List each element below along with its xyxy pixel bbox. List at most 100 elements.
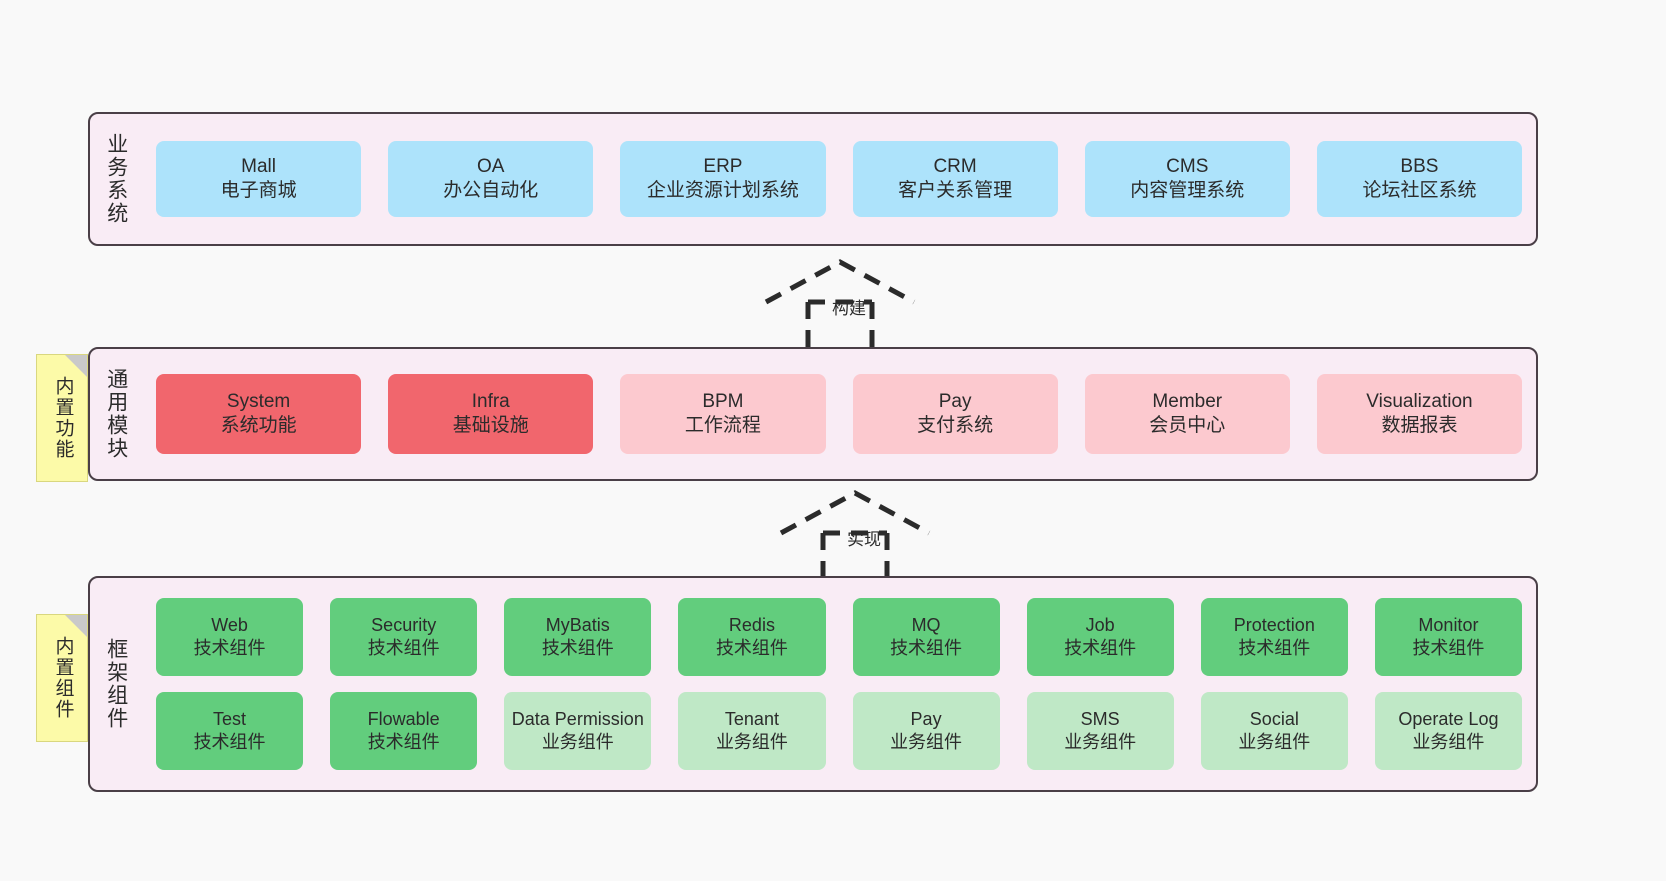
connector-build: 构建 xyxy=(760,256,920,352)
module-desc: 技术组件 xyxy=(1064,638,1137,658)
note-builtin-features: 内置功能 xyxy=(36,354,88,482)
module-name: CMS xyxy=(1166,155,1209,177)
module-desc: 客户关系管理 xyxy=(898,180,1013,201)
module-name: BBS xyxy=(1400,155,1439,177)
module-card-data-permission[interactable]: Data Permission 业务组件 xyxy=(504,692,652,770)
module-card-pay[interactable]: Pay 支付系统 xyxy=(852,374,1058,454)
module-desc: 技术组件 xyxy=(541,638,614,658)
layer-framework-component: 框架组件 Web 技术组件 Security 技术组件 MyBatis 技术组件… xyxy=(88,576,1538,792)
module-card-crm[interactable]: CRM 客户关系管理 xyxy=(852,141,1058,217)
module-name: OA xyxy=(477,155,505,177)
module-name: Social xyxy=(1249,708,1299,729)
module-name: Job xyxy=(1085,614,1115,635)
module-name: Protection xyxy=(1233,614,1315,635)
module-card-bpm[interactable]: BPM 工作流程 xyxy=(620,374,826,454)
module-desc: 业务组件 xyxy=(1064,732,1137,752)
module-name: Flowable xyxy=(367,708,440,729)
module-desc: 内容管理系统 xyxy=(1130,180,1245,201)
dashed-generalization-arrow-icon xyxy=(779,490,931,583)
module-card-operate-log[interactable]: Operate Log 业务组件 xyxy=(1374,692,1522,770)
module-name: Data Permission xyxy=(511,708,644,729)
module-row: System 系统功能 Infra 基础设施 BPM 工作流程 Pay 支付系统… xyxy=(156,374,1523,454)
module-name: Monitor xyxy=(1418,614,1479,635)
module-name: Pay xyxy=(938,390,972,412)
module-name: Test xyxy=(213,708,247,729)
layer-common-module-title: 通用模块 xyxy=(104,368,128,460)
module-desc: 电子商城 xyxy=(220,180,297,201)
module-name: Visualization xyxy=(1366,390,1473,412)
module-card-mall[interactable]: Mall 电子商城 xyxy=(156,141,362,217)
module-card-test[interactable]: Test 技术组件 xyxy=(156,692,304,770)
module-name: SMS xyxy=(1080,708,1120,729)
module-desc: 会员中心 xyxy=(1149,415,1226,436)
module-card-mq[interactable]: MQ 技术组件 xyxy=(852,598,1000,676)
module-desc: 业务组件 xyxy=(1238,732,1311,752)
module-card-system[interactable]: System 系统功能 xyxy=(156,374,362,454)
module-card-job[interactable]: Job 技术组件 xyxy=(1026,598,1174,676)
connector-build-label: 构建 xyxy=(832,299,866,318)
module-card-tenant[interactable]: Tenant 业务组件 xyxy=(678,692,826,770)
layer-framework-component-title: 框架组件 xyxy=(104,638,128,730)
module-card-cms[interactable]: CMS 内容管理系统 xyxy=(1084,141,1290,217)
module-desc: 系统功能 xyxy=(220,415,297,436)
module-card-web[interactable]: Web 技术组件 xyxy=(156,598,304,676)
module-name: Redis xyxy=(728,614,775,635)
module-name: ERP xyxy=(703,155,743,177)
layer-business-system-body: Mall 电子商城 OA 办公自动化 ERP 企业资源计划系统 CRM 客户关系… xyxy=(142,114,1536,244)
module-card-protection[interactable]: Protection 技术组件 xyxy=(1200,598,1348,676)
layer-business-system-title: 业务系统 xyxy=(104,133,128,225)
module-desc: 技术组件 xyxy=(367,638,440,658)
module-desc: 业务组件 xyxy=(541,732,614,752)
module-desc: 技术组件 xyxy=(367,732,440,752)
module-name: Tenant xyxy=(724,708,779,729)
module-card-bbs[interactable]: BBS 论坛社区系统 xyxy=(1316,141,1523,217)
module-card-monitor[interactable]: Monitor 技术组件 xyxy=(1374,598,1522,676)
layer-common-module: 通用模块 System 系统功能 Infra 基础设施 BPM 工作流程 Pay… xyxy=(88,347,1538,481)
module-card-visualization[interactable]: Visualization 数据报表 xyxy=(1316,374,1523,454)
layer-framework-component-body: Web 技术组件 Security 技术组件 MyBatis 技术组件 Redi… xyxy=(142,578,1536,790)
module-desc: 业务组件 xyxy=(715,732,788,752)
module-card-oa[interactable]: OA 办公自动化 xyxy=(388,141,594,217)
note-builtin-features-label: 内置功能 xyxy=(52,376,74,460)
module-desc: 技术组件 xyxy=(193,638,266,658)
module-row: Test 技术组件 Flowable 技术组件 Data Permission … xyxy=(156,692,1522,770)
module-desc: 技术组件 xyxy=(1412,638,1485,658)
module-desc: 企业资源计划系统 xyxy=(646,180,799,201)
module-desc: 业务组件 xyxy=(1412,732,1485,752)
module-row: Mall 电子商城 OA 办公自动化 ERP 企业资源计划系统 CRM 客户关系… xyxy=(156,141,1523,217)
module-desc: 技术组件 xyxy=(193,732,266,752)
module-desc: 论坛社区系统 xyxy=(1362,180,1477,201)
module-desc: 数据报表 xyxy=(1381,415,1458,436)
module-name: Member xyxy=(1152,390,1223,412)
note-builtin-components-label: 内置组件 xyxy=(52,636,74,720)
module-desc: 工作流程 xyxy=(684,415,761,436)
layer-business-system: 业务系统 Mall 电子商城 OA 办公自动化 ERP 企业资源计划系统 CRM… xyxy=(88,112,1538,246)
module-name: BPM xyxy=(702,390,744,412)
module-card-security[interactable]: Security 技术组件 xyxy=(330,598,478,676)
module-card-erp[interactable]: ERP 企业资源计划系统 xyxy=(620,141,826,217)
module-card-member[interactable]: Member 会员中心 xyxy=(1084,374,1290,454)
module-name: Web xyxy=(211,614,248,635)
module-name: CRM xyxy=(933,155,977,177)
note-builtin-components: 内置组件 xyxy=(36,614,88,742)
module-card-infra[interactable]: Infra 基础设施 xyxy=(388,374,594,454)
module-card-pay-business[interactable]: Pay 业务组件 xyxy=(852,692,1000,770)
module-name: Mall xyxy=(241,155,276,177)
module-name: Pay xyxy=(910,708,942,729)
module-card-redis[interactable]: Redis 技术组件 xyxy=(678,598,826,676)
module-name: Infra xyxy=(471,390,510,412)
module-desc: 支付系统 xyxy=(917,415,994,436)
connector-implement-label: 实现 xyxy=(847,530,881,549)
module-card-flowable[interactable]: Flowable 技术组件 xyxy=(330,692,478,770)
module-card-social[interactable]: Social 业务组件 xyxy=(1200,692,1348,770)
module-name: Security xyxy=(371,614,437,635)
module-name: MQ xyxy=(911,614,941,635)
module-name: System xyxy=(226,390,291,412)
connector-implement: 实现 xyxy=(775,487,935,583)
module-card-mybatis[interactable]: MyBatis 技术组件 xyxy=(504,598,652,676)
module-desc: 技术组件 xyxy=(890,638,963,658)
module-name: Operate Log xyxy=(1398,708,1499,729)
module-card-sms[interactable]: SMS 业务组件 xyxy=(1026,692,1174,770)
module-desc: 基础设施 xyxy=(452,415,529,436)
